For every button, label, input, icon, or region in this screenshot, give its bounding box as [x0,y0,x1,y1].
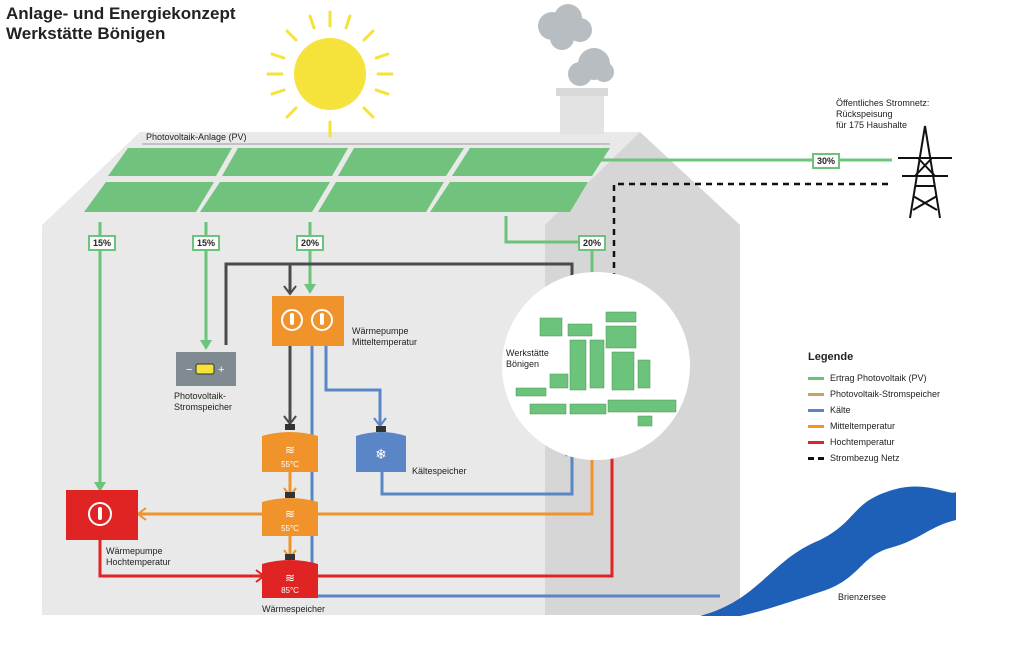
battery-storage: − + [176,352,236,386]
share-hp-mid: 20% [296,235,325,251]
workshop-label-line1: Werkstätte [506,348,549,358]
legend-item: Ertrag Photovoltaik (PV) [808,372,927,384]
hp-mid-label-line2: Mitteltemperatur [352,337,418,347]
legend-swatch [808,456,824,460]
legend-swatch [808,392,824,396]
cold-storage-label: Kältespeicher [412,466,467,476]
svg-text:≋: ≋ [285,507,295,521]
svg-text:+: + [218,364,224,376]
smoke [538,4,614,86]
battery-label-line2: Stromspeicher [174,402,233,412]
tank2-temp: 55°C [281,524,299,533]
grid-supply-line [612,182,888,290]
legend-swatch [808,440,824,444]
svg-text:−: − [186,364,192,376]
grid-label-line2: Rückspeisung [836,109,893,119]
legend-label: Strombezug Netz [830,453,900,463]
page-title-line1: Anlage- und Energiekonzept [6,4,236,23]
grid-label-line1: Öffentliches Stromnetz: [836,98,930,108]
share-grid: 30% [812,153,841,169]
legend-item: Kälte [808,404,851,416]
pv-label: Photovoltaik-Anlage (PV) [146,132,247,142]
lake [700,486,956,616]
legend-item: Photovoltaik-Stromspeicher [808,388,940,400]
share-battery: 15% [192,235,221,251]
hp-high-label-line2: Hochtemperatur [106,557,171,567]
svg-text:≋: ≋ [285,443,295,457]
page-title-line2: Werkstätte Bönigen [6,24,166,43]
legend-label: Ertrag Photovoltaik (PV) [830,373,927,383]
heat-storage-label: Wärmespeicher [262,604,326,614]
chimney [556,88,608,134]
legend-item: Strombezug Netz [808,452,900,464]
legend-swatch [808,376,824,380]
legend-label: Kälte [830,405,851,415]
tank1-temp: 55°C [281,460,299,469]
legend-label: Photovoltaik-Stromspeicher [830,389,941,399]
share-hp-high: 15% [88,235,117,251]
legend-label: Hochtemperatur [830,437,895,447]
heat-tank-1: ≋ [262,424,318,472]
share-workshop: 20% [578,235,607,251]
hp-mid-label-line1: Wärmepumpe [352,326,409,336]
legend-label: Mitteltemperatur [830,421,896,431]
heat-tank-2: ≋ [262,492,318,536]
svg-text:≋: ≋ [285,571,295,585]
high-temp-flows [98,452,614,578]
hp-high-label-line1: Wärmepumpe [106,546,163,556]
power-tower-icon [898,125,952,219]
legend-swatch [808,424,824,428]
snowflake-icon: ❄ [375,446,387,462]
legend-swatch [808,408,824,412]
workshop-site [502,272,690,460]
legend-item: Mitteltemperatur [808,420,895,432]
cold-storage-tank [356,426,406,472]
sun-icon [266,10,394,138]
pv-panels [84,148,610,212]
heat-pump-high-temp [66,490,138,540]
workshop-label-line2: Bönigen [506,359,540,369]
tank3-temp: 85°C [281,586,299,595]
heat-pump-mid-temp [272,296,344,346]
legend-title: Legende [808,351,854,363]
legend-item: Hochtemperatur [808,436,895,448]
lake-label: Brienzersee [838,592,887,602]
grid-label-line3: für 175 Haushalte [836,120,908,130]
battery-label-line1: Photovoltaik- [174,391,227,401]
heat-tank-3: ≋ [262,554,318,598]
mid-temp-flows [140,452,594,556]
